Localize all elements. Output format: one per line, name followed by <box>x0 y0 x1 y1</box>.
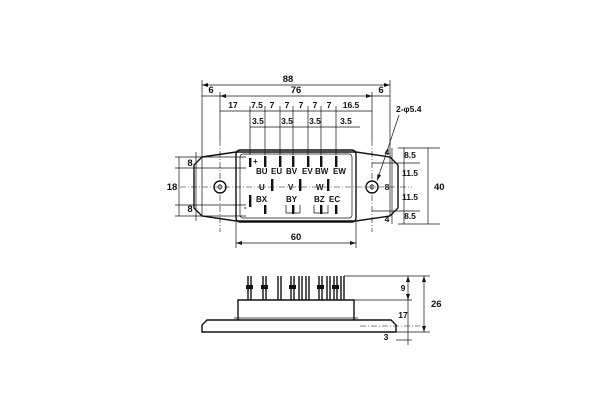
left-dimensions: 8 18 8 <box>167 152 246 221</box>
top-dimensions: 88 6 76 6 17 7.5 7 7 7 7 7 16.5 3.5 3.5 … <box>201 74 422 181</box>
rib-1 <box>285 205 301 214</box>
dim-mount-pitch: 76 <box>291 85 302 96</box>
label-v: V <box>288 183 294 192</box>
terminal-block-outline <box>239 153 353 219</box>
rib-2 <box>313 205 329 214</box>
dim-right-inner-1: 4 <box>385 147 390 157</box>
dim-right-outer-2: 11.5 <box>402 168 418 178</box>
label-u: U <box>259 183 265 192</box>
middle-row-pins <box>271 179 330 191</box>
label-bv: BV <box>286 167 298 176</box>
label-bu: BU <box>256 167 268 176</box>
dim-edge-left: 6 <box>208 85 213 96</box>
top-row-pins <box>249 156 338 167</box>
pin-ec <box>335 205 338 214</box>
case-body <box>237 299 355 320</box>
dim-right-inner-3: 4 <box>385 214 390 224</box>
dim-spacing-3: 3.5 <box>309 116 321 126</box>
pin-u <box>271 179 274 191</box>
base-dimension: 60 <box>235 222 357 248</box>
label-w: W <box>316 183 324 192</box>
dim-total-height: 40 <box>434 182 445 193</box>
dim-spacing-2: 3.5 <box>281 116 293 126</box>
pin-ev <box>307 156 310 167</box>
label-ev: EV <box>302 167 313 176</box>
dim-spacing-4: 3.5 <box>340 116 352 126</box>
dim-spacing-1: 3.5 <box>252 116 264 126</box>
label-ec: EC <box>329 195 340 204</box>
dim-pitch-6: 7 <box>313 100 318 110</box>
pin-bv <box>292 156 295 167</box>
label-eu: EU <box>271 167 282 176</box>
baseplate <box>201 319 397 333</box>
dim-left-top: 8 <box>187 158 192 169</box>
label-bx: BX <box>256 195 268 204</box>
label-minus: - <box>244 203 247 212</box>
dim-pitch-3: 7 <box>270 100 275 110</box>
dim-side-17: 17 <box>398 310 408 320</box>
hole-callout: 2-φ5.4 <box>396 104 422 114</box>
pin-eu <box>279 156 282 167</box>
dim-pitch-1: 17 <box>228 100 238 110</box>
side-view: 9 17 26 3 <box>201 275 442 345</box>
top-view: + BU EU BV EV BW EW U V W - BX BY BZ EC <box>180 140 412 232</box>
flange-outline <box>193 151 399 222</box>
pin-ew <box>335 156 338 167</box>
dim-base-length: 60 <box>291 232 302 243</box>
label-by: BY <box>286 195 298 204</box>
dim-side-26: 26 <box>431 299 442 310</box>
pin-by <box>292 205 295 214</box>
dim-pitch-5: 7 <box>299 100 304 110</box>
right-dimensions: 4 8 4 8.5 11.5 11.5 8.5 40 <box>372 147 445 225</box>
pin-bx <box>264 205 267 214</box>
dim-pitch-2: 7.5 <box>251 100 263 110</box>
label-bz: BZ <box>314 195 325 204</box>
dim-right-outer-3: 11.5 <box>402 192 418 202</box>
dim-pitch-4: 7 <box>285 100 290 110</box>
dim-right-outer-1: 8.5 <box>404 150 416 160</box>
pin-bz <box>320 205 323 214</box>
dim-edge-right: 6 <box>378 85 383 96</box>
pin-v <box>299 179 302 191</box>
pin-bu <box>264 156 267 167</box>
dim-pitch-8: 16.5 <box>343 100 360 110</box>
pin-minus <box>249 195 252 207</box>
label-ew: EW <box>333 167 346 176</box>
dim-overall-width: 88 <box>283 74 294 85</box>
label-bw: BW <box>315 167 329 176</box>
label-plus: + <box>253 157 258 166</box>
dim-side-9: 9 <box>401 283 406 293</box>
dim-right-outer-4: 8.5 <box>404 211 416 221</box>
bottom-row-pins <box>249 195 338 214</box>
dim-pitch-7: 7 <box>327 100 332 110</box>
pin-plus <box>249 158 252 167</box>
dim-left-bottom: 8 <box>187 204 192 215</box>
side-pins <box>246 276 345 300</box>
dim-right-inner-2: 8 <box>385 182 390 192</box>
dim-left-middle: 18 <box>167 182 178 193</box>
body-outline <box>235 149 357 223</box>
pin-bw <box>320 156 323 167</box>
dim-side-3: 3 <box>384 332 389 342</box>
pin-w <box>327 179 330 191</box>
